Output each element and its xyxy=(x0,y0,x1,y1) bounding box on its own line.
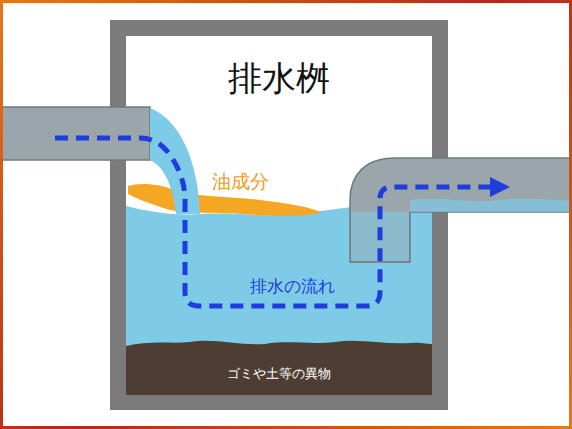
sediment-band: ゴミや土等の異物 xyxy=(126,352,432,395)
canvas: 排水桝油成分排水の流れゴミや土等の異物 xyxy=(3,3,569,426)
diagram-title: 排水桝 xyxy=(228,58,330,99)
basin-wall xyxy=(110,20,448,410)
flow-line xyxy=(55,138,500,306)
water xyxy=(126,205,432,395)
band-text: ゴミや土等の異物 xyxy=(227,365,331,383)
basin-interior xyxy=(126,36,432,395)
oil-label: 油成分 xyxy=(212,170,269,193)
inlet-pipe xyxy=(3,107,150,160)
outlet-water xyxy=(410,199,569,212)
flow-label: 排水の流れ xyxy=(250,276,335,296)
outlet-pipe xyxy=(350,158,569,262)
